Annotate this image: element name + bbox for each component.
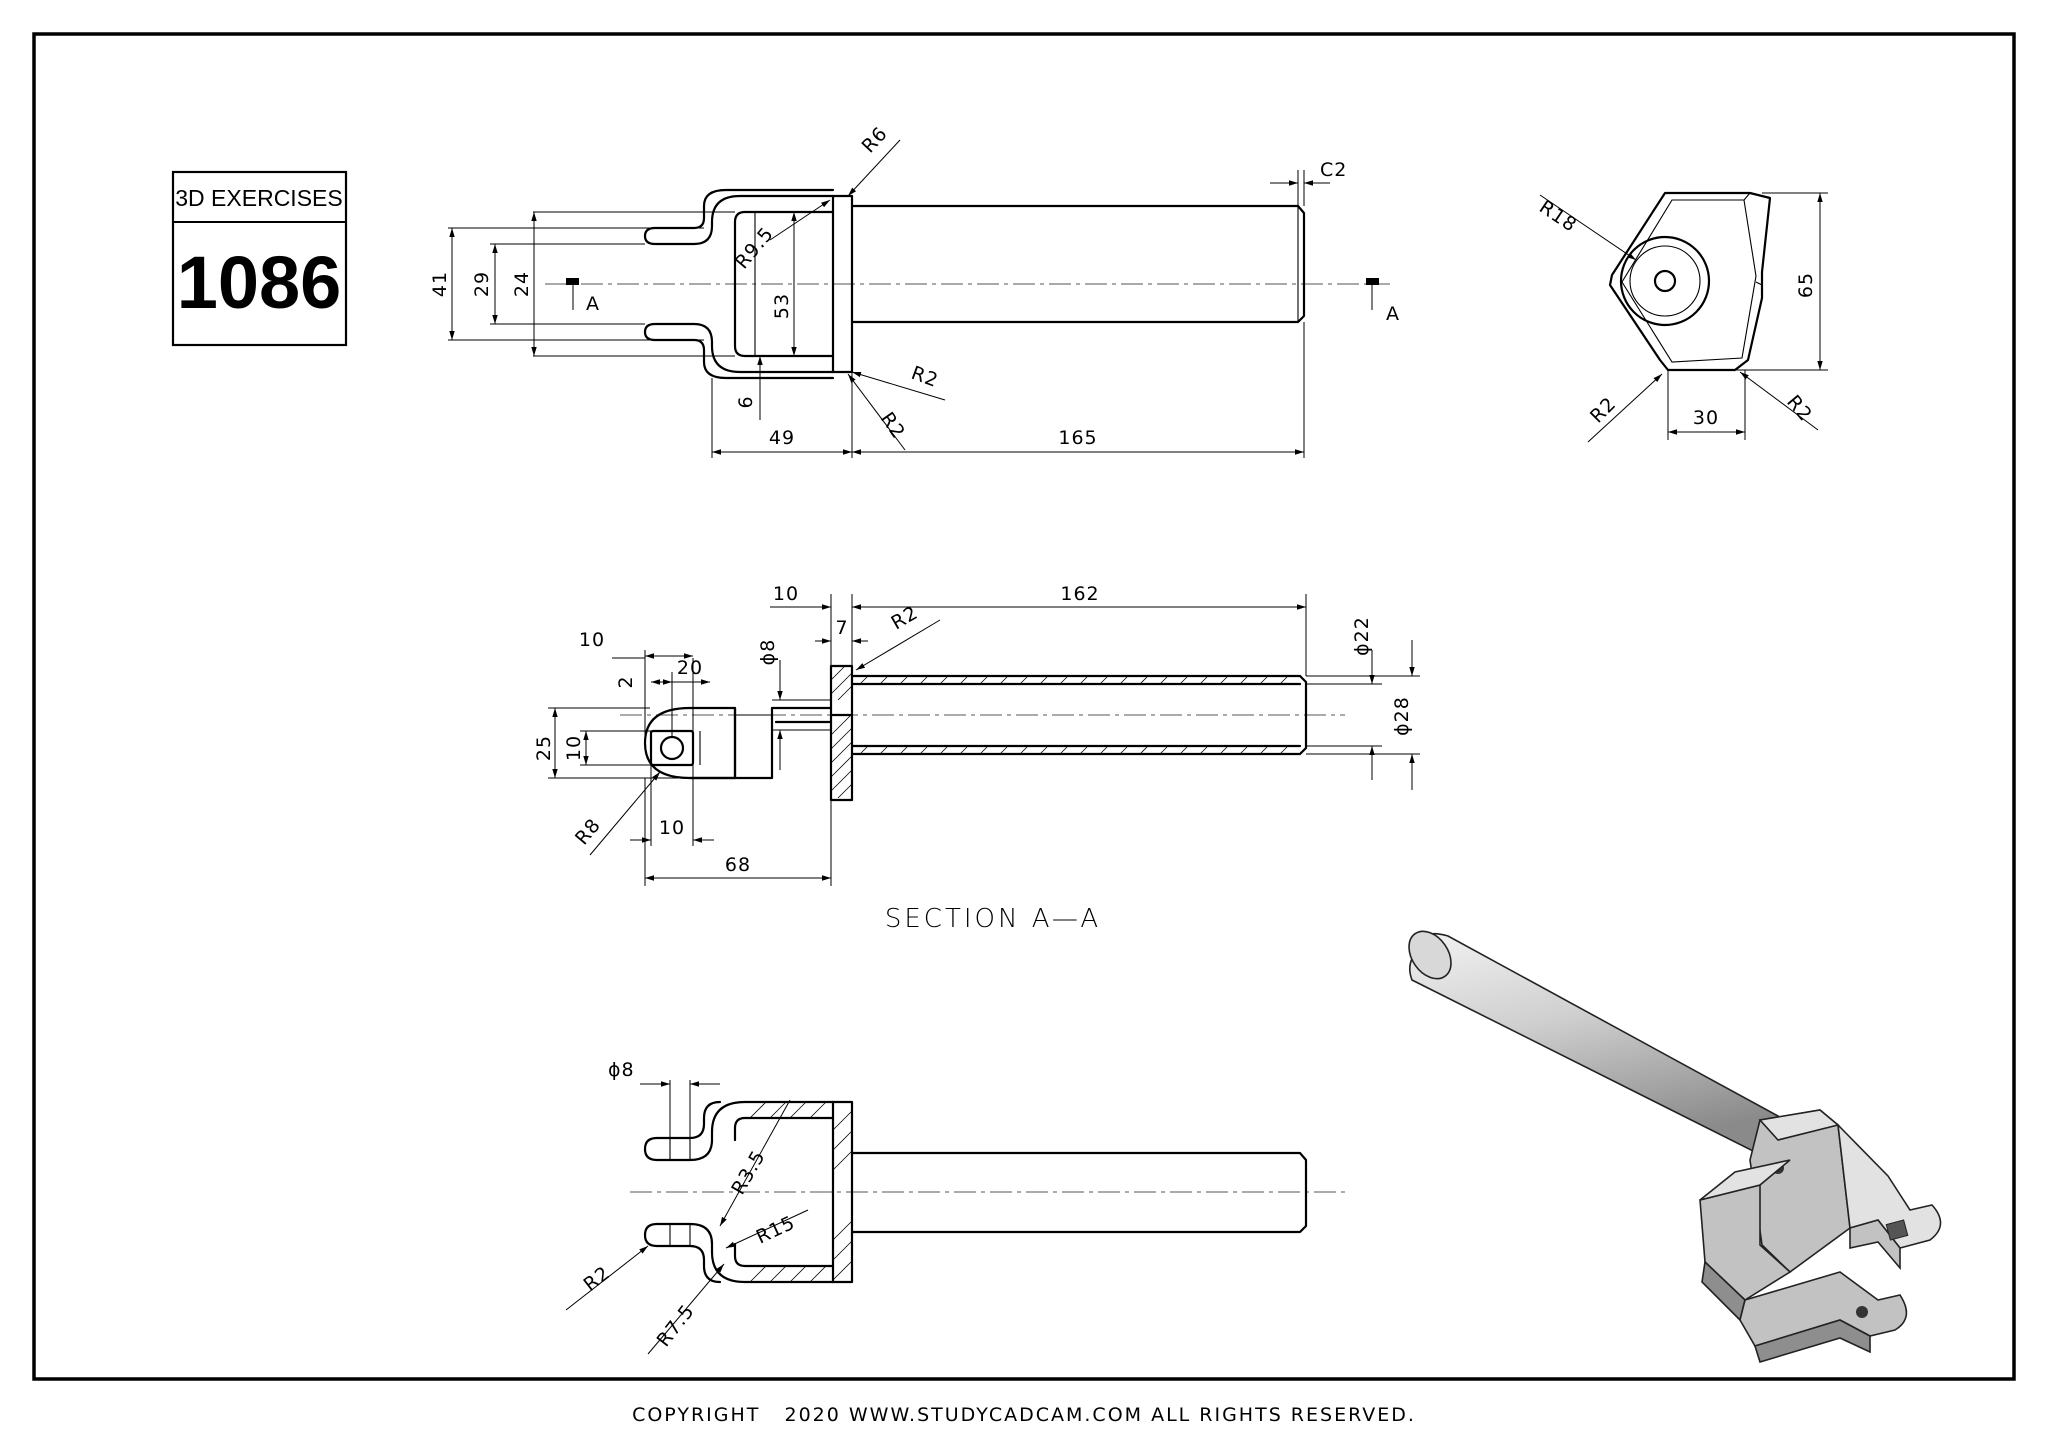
badge-number: 1086 <box>177 241 342 324</box>
dim-bot-r2: R2 <box>580 1262 615 1296</box>
hatch-top-wall <box>859 675 1289 685</box>
dim-sec-10a: 10 <box>773 583 799 605</box>
dim-sec-phi8: ϕ8 <box>757 639 779 666</box>
dim-top-165: 165 <box>1058 427 1097 449</box>
dim-sec-10c: 10 <box>563 735 585 761</box>
isometric-view <box>1408 930 1942 1363</box>
dim-end-r2b: R2 <box>1782 391 1816 426</box>
dim-sec-20: 20 <box>677 657 703 679</box>
dim-sec-10b: 10 <box>579 629 605 651</box>
copyright-notice: COPYRIGHT 2020 WWW.STUDYCADCAM.COM ALL R… <box>632 1404 1416 1426</box>
dim-top-53: 53 <box>771 293 793 319</box>
section-mark-right: A <box>1386 303 1400 325</box>
dim-top-r2a: R2 <box>908 362 941 392</box>
dim-sec-phi22: ϕ22 <box>1351 616 1373 656</box>
dim-sec-phi28: ϕ28 <box>1391 696 1413 736</box>
dim-end-65: 65 <box>1795 272 1817 298</box>
dim-sec-25: 25 <box>533 735 555 761</box>
dim-top-c2: C2 <box>1320 159 1347 181</box>
dim-bot-phi8: ϕ8 <box>608 1059 635 1081</box>
dim-sec-10d: 10 <box>659 817 685 839</box>
section-view: 162 10 7 R2 ϕ22 ϕ28 ϕ8 10 2 20 <box>533 583 1420 886</box>
dim-sec-68: 68 <box>725 854 751 876</box>
dim-sec-162: 162 <box>1060 583 1099 605</box>
dim-bot-r3-5: R3.5 <box>727 1146 770 1198</box>
badge-label: 3D EXERCISES <box>175 185 342 211</box>
dim-top-49: 49 <box>769 427 795 449</box>
dim-top-r6: R6 <box>858 122 893 157</box>
top-view: A A 41 29 24 53 6 49 165 R6 <box>429 122 1400 458</box>
dim-top-r2b: R2 <box>876 408 910 443</box>
hatch-bottom-wall <box>859 745 1289 755</box>
end-view: 65 30 R18 R2 R2 <box>1535 191 1828 443</box>
dim-end-r18: R18 <box>1535 196 1581 237</box>
section-mark-left: A <box>586 293 600 315</box>
bottom-view: ϕ8 R3.5 R15 R2 R7.5 <box>565 1059 1350 1355</box>
dim-top-41: 41 <box>429 271 451 297</box>
dim-end-30: 30 <box>1693 407 1719 429</box>
dim-top-24: 24 <box>511 271 533 297</box>
hatch-flange <box>830 665 853 799</box>
hatch-yoke <box>749 1101 853 1283</box>
dim-bot-r15: R15 <box>753 1212 799 1249</box>
dim-sec-r8: R8 <box>571 814 605 849</box>
dim-sec-2: 2 <box>615 675 637 688</box>
exercise-badge: 3D EXERCISES 1086 <box>171 170 348 347</box>
dim-end-r2a: R2 <box>1586 393 1621 428</box>
sheet-border <box>32 32 2016 1381</box>
dim-top-29: 29 <box>471 271 493 297</box>
section-label: SECTION A—A <box>885 904 1101 934</box>
dim-top-6: 6 <box>735 395 757 408</box>
dim-sec-7: 7 <box>835 617 848 639</box>
dim-bot-r7-5: R7.5 <box>653 1300 700 1351</box>
